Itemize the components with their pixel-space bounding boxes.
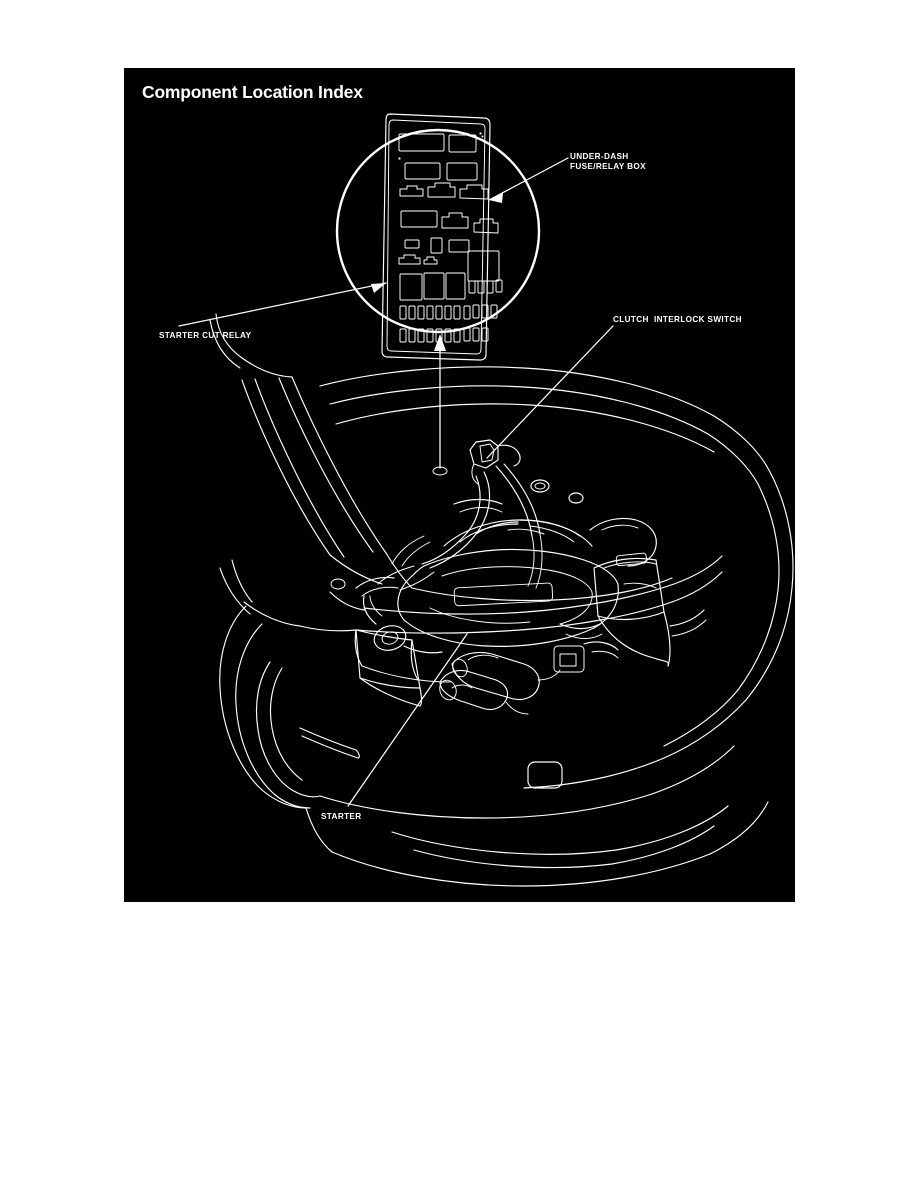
fuse-slots-bank-b bbox=[399, 304, 498, 320]
left-fender bbox=[219, 552, 413, 627]
engine-bay-sensor bbox=[530, 479, 584, 504]
strut-tower-left bbox=[329, 576, 399, 611]
coolant-reservoir bbox=[589, 517, 657, 567]
relay-row-stepped-2 bbox=[400, 210, 499, 234]
relay-row-small bbox=[398, 237, 500, 282]
relay-box-body bbox=[381, 113, 491, 361]
diagram-artwork bbox=[178, 113, 794, 887]
figure-panel: Component Location Index bbox=[124, 68, 795, 902]
engine-block bbox=[397, 548, 619, 647]
engine-bay-structure bbox=[355, 555, 723, 634]
windshield-and-pillars bbox=[209, 313, 387, 558]
front-left-wheel bbox=[219, 605, 321, 809]
intake-manifold bbox=[443, 519, 593, 547]
callout-starter: STARTER bbox=[321, 812, 362, 821]
battery-box bbox=[593, 552, 671, 667]
relay-row-lower bbox=[399, 272, 466, 301]
callout-line-1: UNDER-DASH bbox=[570, 152, 629, 161]
wiring-harness bbox=[377, 463, 543, 591]
callout-clutch-interlock-switch: CLUTCH INTERLOCK SWITCH bbox=[613, 315, 742, 324]
fuse-relay-box-inset bbox=[335, 113, 541, 361]
car-illustration bbox=[209, 313, 794, 887]
page-title: Component Location Index bbox=[142, 82, 363, 102]
headlight-left bbox=[355, 629, 423, 707]
callout-starter-cut-relay: STARTER CUT RELAY bbox=[159, 331, 252, 340]
starter-motor bbox=[439, 651, 561, 715]
fuse-slots-bank-a bbox=[468, 279, 503, 294]
cowl-and-hood-opening bbox=[319, 366, 771, 485]
front-left-body-panel bbox=[299, 625, 769, 887]
relay-row-3 bbox=[479, 132, 482, 135]
radiator-support bbox=[354, 629, 451, 683]
relay-row-1b bbox=[481, 135, 484, 138]
leader-starter bbox=[347, 633, 468, 807]
callout-line-2: FUSE/RELAY BOX bbox=[570, 162, 646, 171]
hood-cable bbox=[391, 535, 431, 567]
relay-row-1 bbox=[398, 133, 478, 181]
leader-under-dash-fuse-relay-box bbox=[488, 157, 569, 203]
relay-row-stepped-1 bbox=[399, 182, 489, 200]
accessory-drive bbox=[362, 595, 443, 654]
engine-accessories bbox=[553, 609, 707, 673]
relay-row-2 bbox=[398, 157, 401, 160]
front-bumper-detail bbox=[391, 761, 729, 869]
leader-clutch-interlock-switch bbox=[486, 325, 614, 459]
side-marker-left bbox=[299, 727, 360, 759]
clutch-interlock-switch-component bbox=[469, 439, 521, 485]
inset-circle-ring bbox=[335, 128, 541, 334]
leader-starter-cut-relay bbox=[178, 282, 387, 327]
right-fender bbox=[523, 471, 794, 789]
inset-connector-arrow bbox=[432, 334, 448, 476]
